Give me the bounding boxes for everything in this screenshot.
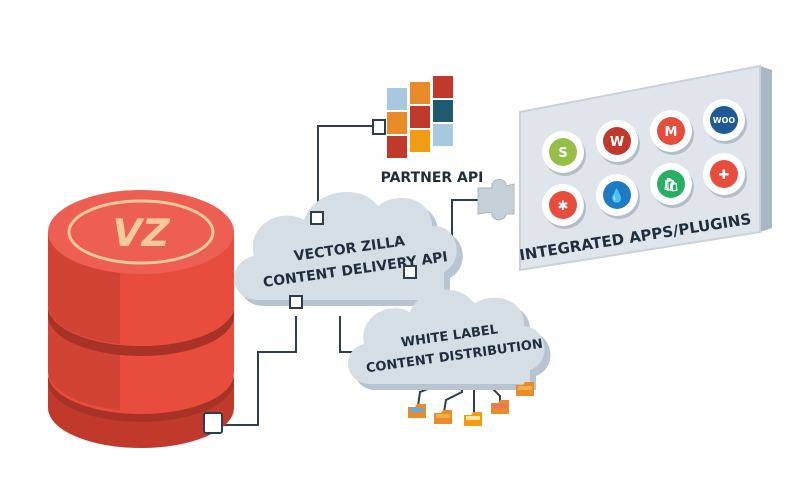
puzzle-piece-icon-glyph: ✚ xyxy=(719,168,730,183)
puzzle-piece-icon: ✚ xyxy=(703,153,747,198)
distribution-folders xyxy=(408,382,534,426)
vz-logo: VZ xyxy=(107,211,173,256)
joomla-icon-glyph: ✱ xyxy=(558,199,569,214)
content-delivery-api-cloud: VECTOR ZILLA CONTENT DELIVERY API xyxy=(234,191,463,309)
wordpress-icon: W xyxy=(596,120,640,165)
drupal-icon: 💧 xyxy=(596,174,640,219)
folder-icon xyxy=(434,410,452,424)
magento-icon-glyph: M xyxy=(665,125,678,140)
folder-icon xyxy=(408,404,426,418)
db-port xyxy=(203,412,223,434)
api-port-bottom xyxy=(289,295,303,309)
folder-icon xyxy=(516,382,534,396)
shopping-bag-icon-glyph: 🛍 xyxy=(663,177,680,193)
drupal-icon-glyph: 💧 xyxy=(609,188,625,204)
folder-icon xyxy=(464,412,482,426)
wordpress-icon-glyph: W xyxy=(610,135,624,150)
shopify-icon-glyph: S xyxy=(558,146,567,161)
shopping-bag-icon: 🛍 xyxy=(650,163,694,208)
api-port-top xyxy=(310,211,324,225)
woocommerce-icon: WOO xyxy=(703,99,747,144)
joomla-icon: ✱ xyxy=(542,184,586,229)
woocommerce-icon-glyph: WOO xyxy=(713,116,736,125)
puzzle-connector xyxy=(477,179,515,221)
shopify-icon: S xyxy=(542,131,586,176)
partner-api-label: PARTNER API xyxy=(381,170,484,186)
api-port-right xyxy=(403,265,417,279)
magento-icon: M xyxy=(650,110,694,155)
partner-api-cube xyxy=(372,76,464,166)
database-cylinder: VZ xyxy=(48,190,234,448)
folder-icon xyxy=(491,400,509,414)
connector-api-to-partner xyxy=(317,125,382,212)
white-label-cloud: WHITE LABEL CONTENT DISTRIBUTION xyxy=(348,289,551,390)
vz-logo-text: VZ xyxy=(107,211,173,256)
connector-db-to-api xyxy=(218,316,297,426)
